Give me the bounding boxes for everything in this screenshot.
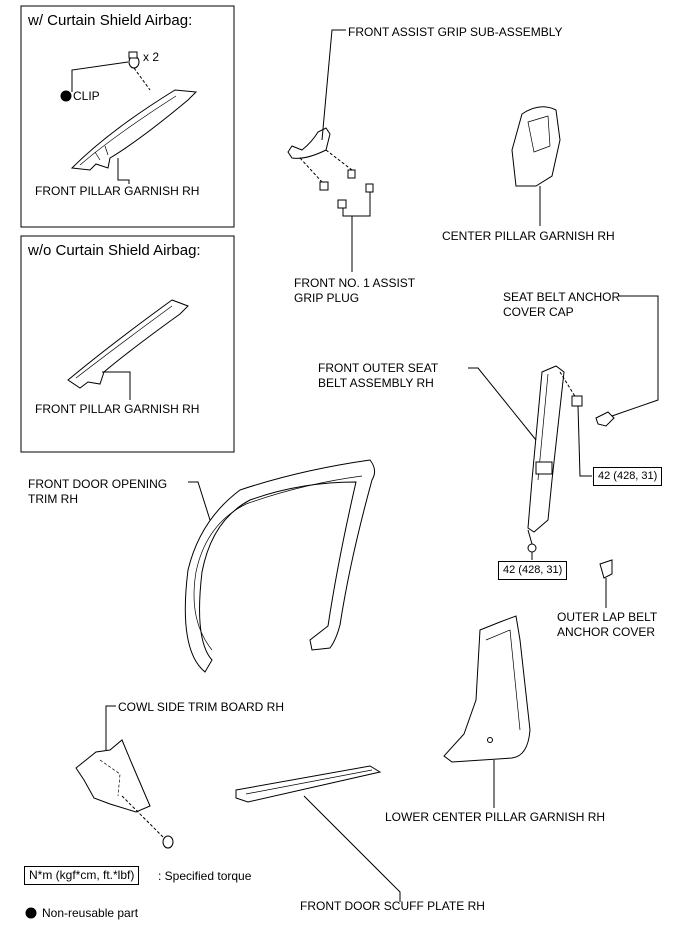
cowl-side-label: COWL SIDE TRIM BOARD RH bbox=[118, 700, 285, 714]
clip-part bbox=[71, 51, 151, 92]
torque-box-upper: 42 (428, 31) bbox=[593, 467, 663, 486]
anchor-cover-cap-label: SEAT BELT ANCHOR COVER CAP bbox=[503, 290, 621, 319]
door-opening-trim-label: FRONT DOOR OPENING TRIM RH bbox=[28, 477, 168, 506]
legend-dot bbox=[25, 907, 37, 919]
front-pillar-garnish-without-airbag bbox=[67, 299, 189, 389]
outer-seat-belt-label: FRONT OUTER SEAT BELT ASSEMBLY RH bbox=[318, 361, 439, 390]
without-airbag-title: w/o Curtain Shield Airbag: bbox=[28, 242, 201, 259]
torque-legend-text: : Specified torque bbox=[158, 869, 252, 883]
cowl-side-trim-part bbox=[75, 705, 174, 849]
center-pillar-label: CENTER PILLAR GARNISH RH bbox=[442, 229, 615, 243]
lower-center-pillar-label: LOWER CENTER PILLAR GARNISH RH bbox=[385, 810, 606, 824]
outer-lap-cover-label: OUTER LAP BELT ANCHOR COVER bbox=[557, 610, 658, 639]
front-pillar-garnish-with-airbag bbox=[70, 89, 198, 171]
clip-quantity: x 2 bbox=[143, 50, 160, 64]
assist-grip-part bbox=[287, 29, 374, 272]
scuff-plate-part bbox=[235, 765, 401, 902]
torque-legend-box: N*m (kgf*cm, ft.*lbf) bbox=[24, 866, 140, 885]
seat-belt-assembly-part bbox=[468, 365, 592, 560]
center-pillar-garnish-part bbox=[511, 106, 561, 226]
front-pillar-garnish-label-2: FRONT PILLAR GARNISH RH bbox=[35, 402, 200, 416]
garnish-leader-1 bbox=[117, 158, 130, 184]
torque-box-lower: 42 (428, 31) bbox=[498, 561, 568, 580]
scuff-plate-label: FRONT DOOR SCUFF PLATE RH bbox=[300, 899, 485, 913]
outer-lap-cover-part bbox=[599, 559, 613, 608]
non-reusable-marker bbox=[60, 90, 72, 102]
with-airbag-box bbox=[20, 5, 235, 228]
assist-grip-label: FRONT ASSIST GRIP SUB-ASSEMBLY bbox=[348, 25, 563, 39]
lower-center-pillar-part bbox=[443, 615, 531, 808]
front-pillar-garnish-label-1: FRONT PILLAR GARNISH RH bbox=[35, 184, 200, 198]
anchor-cover-cap-part bbox=[595, 295, 659, 427]
clip-label: CLIP bbox=[73, 89, 100, 103]
with-airbag-title: w/ Curtain Shield Airbag: bbox=[28, 12, 193, 29]
assist-grip-plug-label: FRONT NO. 1 ASSIST GRIP PLUG bbox=[294, 276, 416, 305]
garnish-leader-2 bbox=[102, 371, 131, 400]
without-airbag-box bbox=[20, 235, 235, 453]
non-reusable-legend-text: Non-reusable part bbox=[42, 906, 139, 920]
door-opening-trim-part bbox=[184, 459, 376, 673]
